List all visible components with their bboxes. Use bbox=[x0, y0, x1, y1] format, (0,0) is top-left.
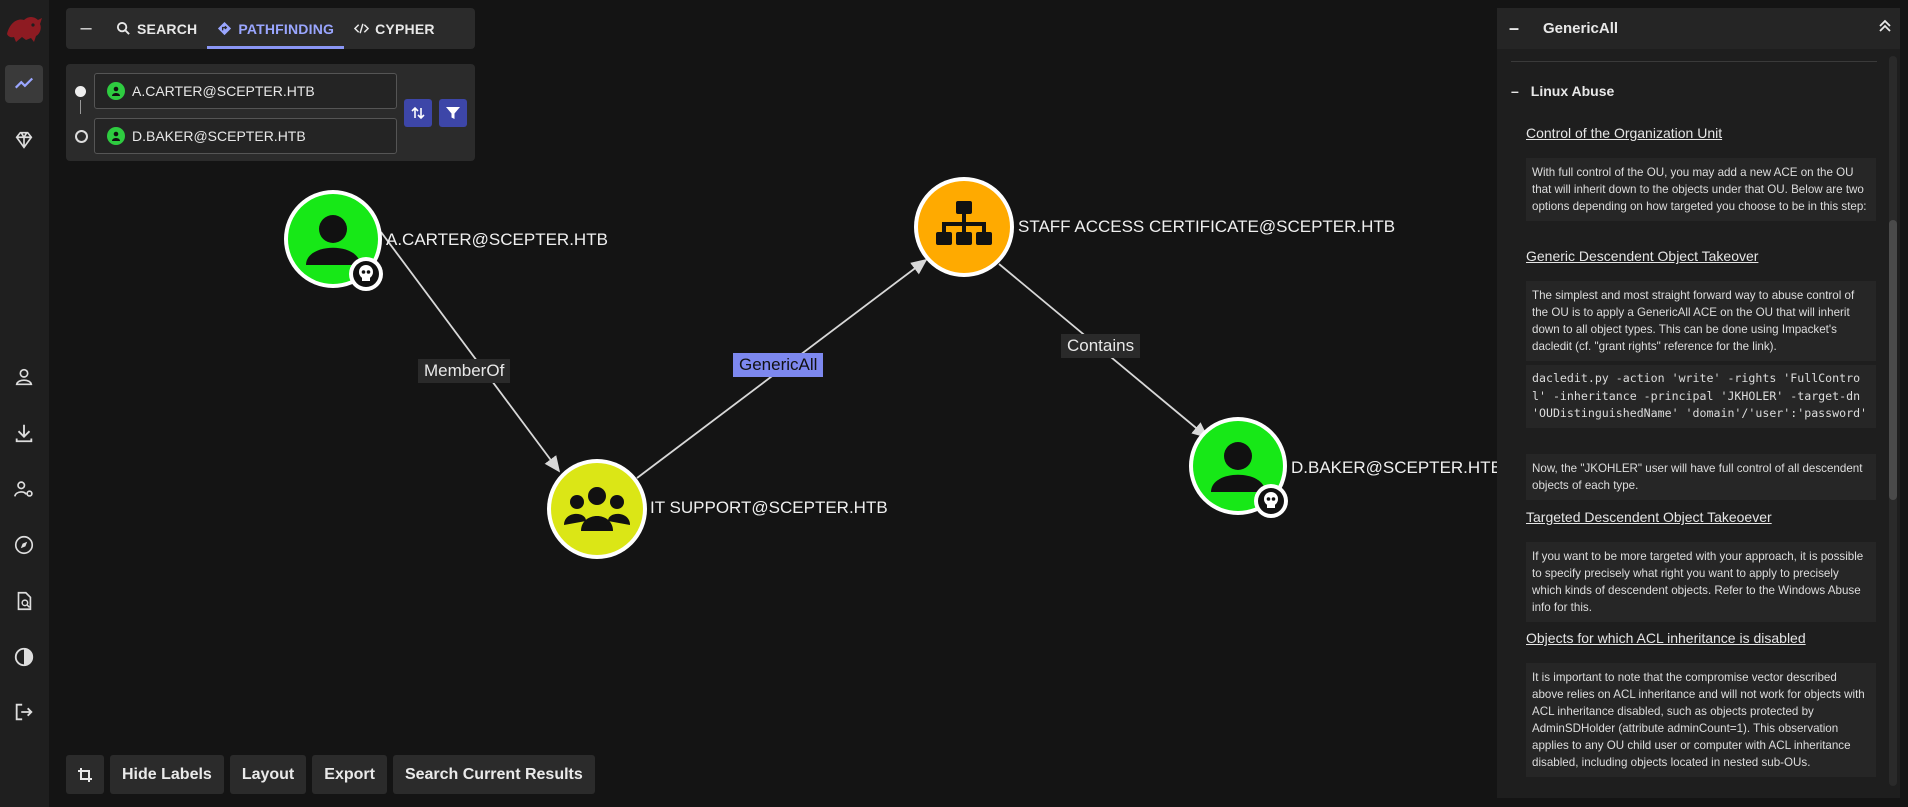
paragraph-targeted-descendent: If you want to be more targeted with you… bbox=[1526, 542, 1876, 622]
contrast-icon bbox=[14, 647, 34, 667]
file-search-icon bbox=[17, 591, 32, 611]
collapse-panel-button[interactable]: – bbox=[1509, 18, 1520, 38]
panel-scrollbar-thumb[interactable] bbox=[1889, 220, 1897, 500]
subhead-generic-descendent: Generic Descendent Object Takeover bbox=[1526, 248, 1759, 264]
collapse-search-button[interactable]: – bbox=[80, 17, 92, 39]
node-label-staff: STAFF ACCESS CERTIFICATE@SCEPTER.HTB bbox=[1018, 217, 1396, 236]
tab-pathfinding[interactable]: PATHFINDING bbox=[207, 8, 345, 49]
compass-icon bbox=[14, 535, 34, 555]
tab-search[interactable]: SEARCH bbox=[106, 8, 207, 49]
start-node-input[interactable]: A.CARTER@SCEPTER.HTB bbox=[94, 73, 397, 109]
path-connector bbox=[80, 100, 81, 114]
logout-icon bbox=[15, 703, 33, 721]
explore-nav-button[interactable] bbox=[5, 65, 43, 103]
sitemap-icon bbox=[936, 201, 992, 245]
tab-search-label: SEARCH bbox=[137, 20, 198, 37]
layout-button[interactable]: Layout bbox=[229, 755, 307, 794]
section-title: Linux Abuse bbox=[1530, 83, 1615, 99]
node-itsupport[interactable] bbox=[547, 459, 651, 563]
graph-toolbar: Hide Labels Layout Export Search Current… bbox=[66, 755, 595, 794]
minus-icon: – bbox=[1511, 83, 1519, 99]
hide-labels-button[interactable]: Hide Labels bbox=[110, 755, 224, 794]
end-node-value: D.BAKER@SCEPTER.HTB bbox=[132, 128, 306, 144]
node-label-baker: D.BAKER@SCEPTER.HTB bbox=[1291, 458, 1502, 477]
node-label-itsupport: IT SUPPORT@SCEPTER.HTB bbox=[650, 498, 888, 517]
subhead-control-ou: Control of the Organization Unit bbox=[1526, 125, 1723, 141]
edge-label-memberof[interactable]: MemberOf bbox=[418, 359, 511, 383]
administration-nav-button[interactable] bbox=[5, 470, 43, 508]
subhead-targeted-descendent: Targeted Descendent Object Takeoever bbox=[1526, 509, 1772, 525]
bloodhound-logo bbox=[7, 17, 42, 42]
start-node-dot bbox=[75, 86, 86, 97]
panel-title: GenericAll bbox=[1543, 20, 1619, 37]
node-carter[interactable] bbox=[284, 190, 394, 300]
profile-nav-button[interactable] bbox=[5, 358, 43, 396]
code-icon bbox=[354, 23, 370, 34]
linux-abuse-section-toggle[interactable]: – Linux Abuse bbox=[1511, 83, 1614, 99]
dark-mode-nav-button[interactable] bbox=[5, 638, 43, 676]
code-dacledit: dacledit.py -action 'write' -rights 'Ful… bbox=[1526, 365, 1876, 428]
diamond-icon bbox=[15, 131, 33, 149]
paragraph-generic-descendent: The simplest and most straight forward w… bbox=[1526, 281, 1876, 361]
node-staff[interactable] bbox=[914, 177, 1018, 281]
tab-cypher[interactable]: CYPHER bbox=[344, 8, 445, 49]
graph-canvas[interactable]: A.CARTER@SCEPTER.HTB IT SUPPORT@SCEPTER.… bbox=[49, 160, 1502, 780]
edge-filter-button[interactable] bbox=[439, 99, 467, 127]
panel-header: – GenericAll bbox=[1497, 8, 1900, 49]
tab-pathfinding-label: PATHFINDING bbox=[238, 20, 335, 37]
edge-label-genericall[interactable]: GenericAll bbox=[733, 353, 824, 377]
crop-button[interactable] bbox=[66, 755, 104, 794]
edge-memberof[interactable] bbox=[380, 231, 561, 473]
search-tabs-bar: – SEARCH PATHFINDING CYPHER bbox=[66, 8, 475, 49]
node-baker[interactable] bbox=[1189, 417, 1299, 527]
user-icon bbox=[107, 82, 125, 100]
edge-label-contains[interactable]: Contains bbox=[1061, 334, 1141, 358]
diamond-arrow-icon bbox=[218, 21, 232, 36]
swap-icon bbox=[411, 106, 425, 120]
divider bbox=[1511, 61, 1877, 62]
export-button[interactable]: Export bbox=[312, 755, 387, 794]
user-icon bbox=[15, 368, 33, 386]
search-icon bbox=[116, 21, 130, 35]
skull-icon bbox=[1264, 492, 1278, 508]
paragraph-acl-inheritance-disabled: It is important to note that the comprom… bbox=[1526, 663, 1876, 777]
user-icon bbox=[107, 127, 125, 145]
trend-line-icon bbox=[14, 77, 34, 89]
logout-nav-button[interactable] bbox=[5, 693, 43, 731]
end-node-target-icon bbox=[75, 130, 88, 143]
start-node-value: A.CARTER@SCEPTER.HTB bbox=[132, 83, 315, 99]
download-nav-button[interactable] bbox=[5, 414, 43, 452]
node-label-carter: A.CARTER@SCEPTER.HTB bbox=[386, 230, 608, 249]
crop-icon bbox=[78, 767, 92, 782]
paragraph-jkohler: Now, the "JKOHLER" user will have full c… bbox=[1526, 454, 1876, 500]
paragraph-control-ou: With full control of the OU, you may add… bbox=[1526, 158, 1876, 221]
swap-nodes-button[interactable] bbox=[404, 99, 432, 127]
skull-icon bbox=[359, 265, 373, 281]
group-icon bbox=[564, 487, 630, 531]
left-nav bbox=[0, 0, 49, 807]
download-icon bbox=[15, 424, 33, 443]
documentation-nav-button[interactable] bbox=[5, 582, 43, 620]
filter-icon bbox=[446, 107, 460, 119]
user-gear-icon bbox=[14, 481, 33, 497]
search-current-results-button[interactable]: Search Current Results bbox=[392, 755, 595, 794]
edge-info-panel: – GenericAll – Linux Abuse Control of th… bbox=[1497, 8, 1900, 798]
api-explorer-nav-button[interactable] bbox=[5, 526, 43, 564]
pathfinding-panel: A.CARTER@SCEPTER.HTB D.BAKER@SCEPTER.HTB bbox=[66, 64, 475, 161]
chevrons-up-icon[interactable] bbox=[1870, 19, 1900, 38]
group-management-nav-button[interactable] bbox=[5, 121, 43, 159]
subhead-acl-inheritance-disabled: Objects for which ACL inheritance is dis… bbox=[1526, 630, 1806, 646]
end-node-input[interactable]: D.BAKER@SCEPTER.HTB bbox=[94, 118, 397, 154]
tab-cypher-label: CYPHER bbox=[375, 20, 435, 37]
